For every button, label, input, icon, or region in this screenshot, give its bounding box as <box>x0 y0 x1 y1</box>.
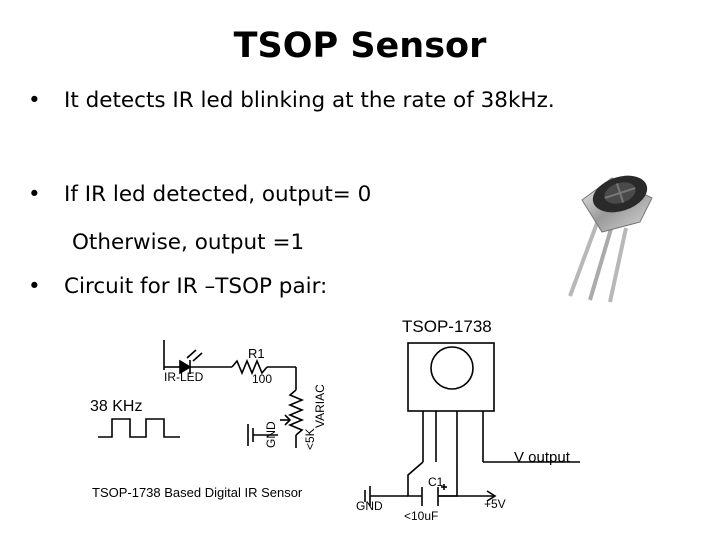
pot-value: <5K <box>303 428 317 450</box>
bullet-dot-icon: • <box>28 88 41 113</box>
bullet-text-2: If IR led detected, output= 0 <box>64 182 372 207</box>
tsop-label: TSOP-1738 <box>402 317 492 336</box>
pot-label: VARIAC <box>313 384 327 428</box>
bullet-text-3: Circuit for IR –TSOP pair: <box>64 274 328 299</box>
bullet-continuation: Otherwise, output =1 <box>72 230 305 255</box>
r1-label: R1 <box>248 346 265 361</box>
slide-title: TSOP Sensor <box>233 26 487 66</box>
led-label: IR-LED <box>164 370 204 384</box>
tsop-receiver-dome <box>430 346 474 390</box>
supply-label: +5V <box>484 497 506 511</box>
cap-label: C1 <box>428 475 444 489</box>
circuit-caption: TSOP-1738 Based Digital IR Sensor <box>92 485 303 500</box>
bullet-dot-icon: • <box>28 182 41 207</box>
bullet-text-1: It detects IR led blinking at the rate o… <box>64 88 555 113</box>
bullet-item-2: • If IR led detected, output= 0 <box>28 182 371 207</box>
cap-value: <10uF <box>404 509 438 523</box>
sensor-leads <box>568 214 628 303</box>
gnd-label-left: GND <box>264 421 278 448</box>
frequency-label: 38 KHz <box>90 398 142 415</box>
bullet-item-1: • It detects IR led blinking at the rate … <box>28 88 555 113</box>
bullet-dot-icon: • <box>28 274 41 299</box>
output-label: V output <box>514 449 571 466</box>
tsop-body <box>407 342 495 412</box>
bullet-item-3: • Circuit for IR –TSOP pair: <box>28 274 327 299</box>
r1-value: 100 <box>252 372 272 386</box>
gnd-label-bottom: GND <box>356 499 383 513</box>
